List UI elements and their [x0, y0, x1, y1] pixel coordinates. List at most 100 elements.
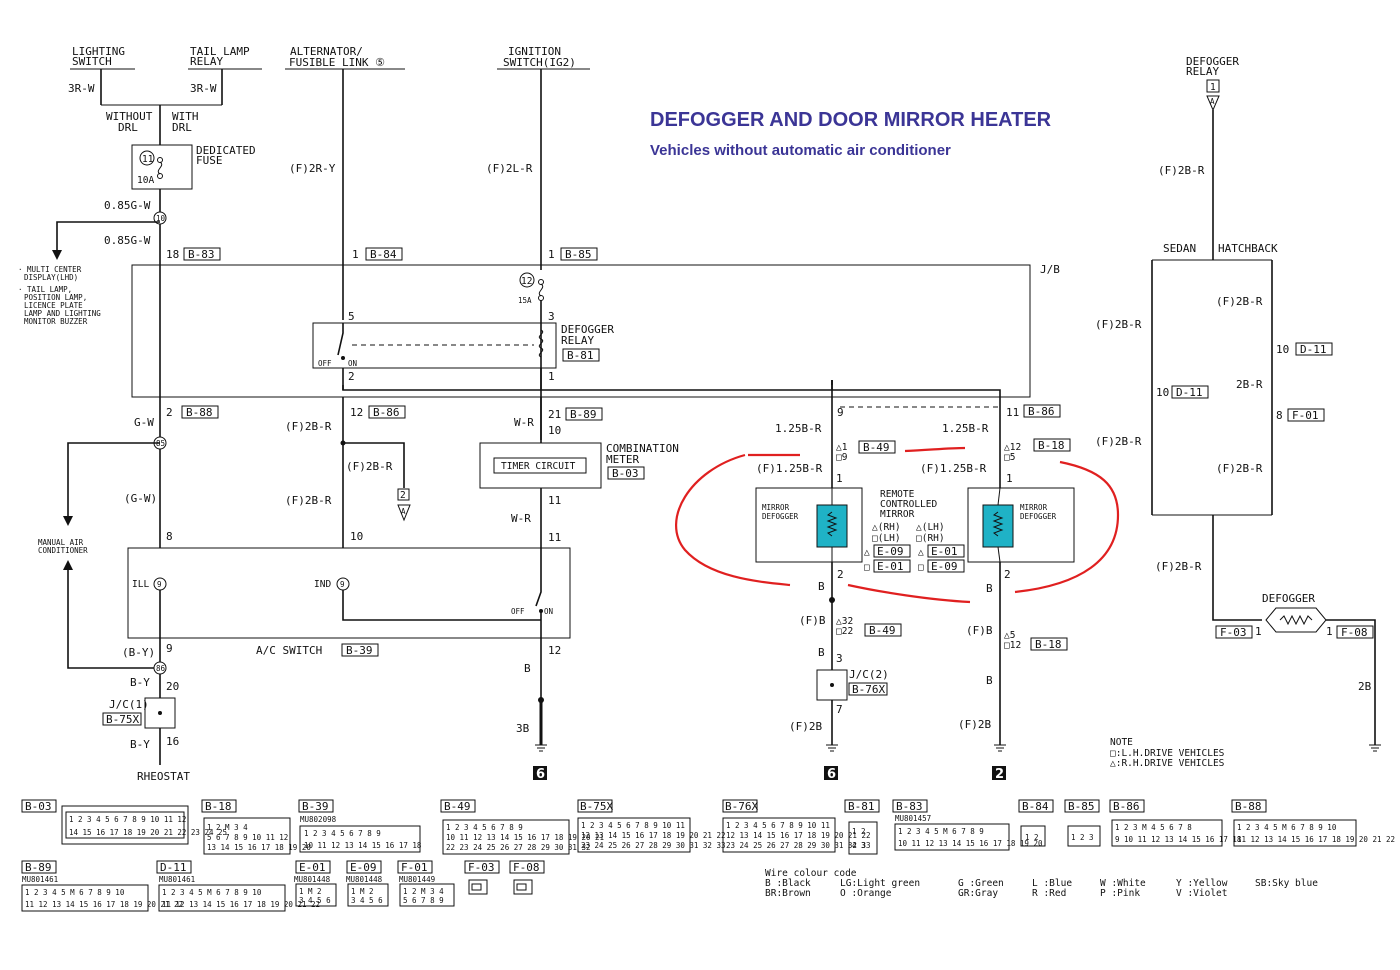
svg-text:Y :Yellow: Y :Yellow — [1176, 878, 1228, 889]
svg-text:(F)2B-R: (F)2B-R — [1095, 318, 1142, 331]
right-heater-element — [982, 504, 1014, 548]
svg-text:DISPLAY(LHD): DISPLAY(LHD) — [24, 273, 78, 282]
svg-text:B-83: B-83 — [188, 248, 215, 261]
svg-text:85: 85 — [156, 439, 165, 448]
svg-text:2: 2 — [348, 370, 355, 383]
svg-text:12 13 14 15 16 17 18 19 20 21: 12 13 14 15 16 17 18 19 20 21 22 — [581, 831, 726, 840]
svg-text:2B: 2B — [1358, 680, 1372, 693]
svg-text:Wire colour code: Wire colour code — [765, 868, 857, 879]
svg-text:12: 12 — [521, 276, 532, 287]
svg-text:A: A — [1210, 97, 1215, 106]
svg-text:OFF: OFF — [511, 607, 525, 616]
drl-section: 3R-W 3R-W WITHOUT DRL WITH DRL 11 10A DE… — [18, 69, 256, 326]
svg-text:1.25B-R: 1.25B-R — [775, 422, 822, 435]
svg-text:B-84: B-84 — [1022, 800, 1049, 813]
diagram-subtitle: Vehicles without automatic air condition… — [650, 142, 951, 159]
svg-text:16: 16 — [166, 735, 179, 748]
svg-text:(G-W): (G-W) — [124, 492, 157, 505]
svg-text:B-81: B-81 — [848, 800, 875, 813]
svg-text:1: 1 — [1210, 82, 1216, 93]
svg-text:B-03: B-03 — [25, 800, 52, 813]
svg-text:1 2 3: 1 2 3 — [1071, 833, 1094, 842]
svg-text:POSITION LAMP,: POSITION LAMP, — [24, 293, 87, 302]
svg-text:B-03: B-03 — [612, 467, 639, 480]
svg-text:B-81: B-81 — [567, 349, 594, 362]
svg-text:0.85G-W: 0.85G-W — [104, 199, 151, 212]
svg-text:W-R: W-R — [514, 416, 534, 429]
svg-text:7: 7 — [836, 703, 843, 716]
svg-text:□(RH): □(RH) — [916, 533, 945, 544]
svg-text:1 2 3 4 5 M 6 7 8 9: 1 2 3 4 5 M 6 7 8 9 — [898, 827, 984, 836]
svg-text:86: 86 — [156, 664, 166, 673]
svg-text:5 6 7 8 9: 5 6 7 8 9 — [403, 896, 444, 905]
svg-text:B: B — [818, 580, 825, 593]
svg-text:2B-R: 2B-R — [1236, 378, 1263, 391]
svg-text:2: 2 — [837, 568, 844, 581]
svg-text:J/C(2): J/C(2) — [849, 668, 889, 681]
svg-text:21: 21 — [548, 408, 561, 421]
svg-text:F-01: F-01 — [1292, 409, 1319, 422]
svg-text:RELAY: RELAY — [561, 334, 594, 347]
svg-text:13 14 15 16 17 18 19 20: 13 14 15 16 17 18 19 20 — [207, 843, 311, 852]
svg-text:(F)2B: (F)2B — [958, 718, 991, 731]
svg-text:10: 10 — [156, 214, 166, 223]
svg-text:1 M 2: 1 M 2 — [351, 887, 374, 896]
svg-text:3 4 5 6: 3 4 5 6 — [351, 896, 383, 905]
defogger-relay: OFF ON DEFOGGER RELAY B-81 2 1 — [312, 322, 1001, 400]
svg-text:OFF: OFF — [318, 359, 332, 368]
svg-text:DEFOGGER: DEFOGGER — [762, 512, 799, 521]
svg-text:CONDITIONER: CONDITIONER — [38, 546, 88, 555]
svg-text:· TAIL LAMP,: · TAIL LAMP, — [18, 285, 72, 294]
svg-text:FUSE: FUSE — [196, 154, 223, 167]
svg-text:□12: □12 — [1004, 640, 1021, 651]
mirror-section: 9 11 B-86 1.25B-R 1.25B-R △1 □9 B-49 △12… — [675, 400, 1120, 782]
svg-text:METER: METER — [606, 453, 639, 466]
svg-text:DEFOGGER: DEFOGGER — [561, 323, 614, 336]
svg-text:3: 3 — [548, 310, 555, 323]
svg-text:11 12 13 14 15 16 17 18 19 20: 11 12 13 14 15 16 17 18 19 20 21 22 — [162, 900, 320, 909]
svg-text:A/C SWITCH: A/C SWITCH — [256, 644, 322, 657]
diagram-title: DEFOGGER AND DOOR MIRROR HEATER — [650, 109, 1052, 131]
svg-text:A: A — [401, 507, 406, 516]
svg-text:B-Y: B-Y — [130, 676, 150, 689]
svg-text:SWITCH: SWITCH — [72, 55, 112, 68]
rear-defogger-element — [1265, 607, 1327, 633]
svg-text:(F)B: (F)B — [966, 624, 993, 637]
svg-text:CONTROLLED: CONTROLLED — [880, 499, 937, 510]
jb-label: J/B — [1040, 263, 1060, 276]
connector-tag-b83: B-83 — [183, 247, 221, 261]
svg-text:1: 1 — [352, 248, 359, 261]
svg-text:3R-W: 3R-W — [68, 82, 95, 95]
svg-text:△:R.H.DRIVE VEHICLES: △:R.H.DRIVE VEHICLES — [1110, 758, 1225, 769]
source-ignition-switch: IGNITION SWITCH(IG2) — [497, 45, 590, 70]
svg-text:1 2 3 4 5 6 7 8 9 10 11: 1 2 3 4 5 6 7 8 9 10 11 — [726, 821, 830, 830]
svg-text:8: 8 — [166, 530, 173, 543]
svg-text:BR:Brown: BR:Brown — [765, 888, 811, 899]
svg-text:MU801448: MU801448 — [294, 875, 331, 884]
svg-text:B-86: B-86 — [1028, 405, 1055, 418]
svg-text:B-76X: B-76X — [852, 683, 885, 696]
svg-text:ON: ON — [348, 359, 357, 368]
svg-text:F-03: F-03 — [1220, 626, 1247, 639]
svg-text:TAIL LAMP: TAIL LAMP — [190, 45, 250, 58]
svg-text:2: 2 — [1004, 568, 1011, 581]
svg-text:F-01: F-01 — [401, 861, 428, 874]
svg-text:20: 20 — [166, 680, 179, 693]
svg-text:11 12 13 14 15 16 17 18 19 20: 11 12 13 14 15 16 17 18 19 20 21 22 — [25, 900, 183, 909]
svg-text:D-11: D-11 — [160, 861, 187, 874]
svg-text:△: △ — [918, 547, 924, 558]
svg-text:(F)1.25B-R: (F)1.25B-R — [920, 462, 987, 475]
svg-text:WITHOUT: WITHOUT — [106, 110, 153, 123]
svg-text:1 2 M 3 4: 1 2 M 3 4 — [207, 823, 248, 832]
svg-text:1 2 3 4 5 M 6 7 8 9 10: 1 2 3 4 5 M 6 7 8 9 10 — [25, 888, 125, 897]
svg-text:D-11: D-11 — [1176, 386, 1203, 399]
gw-column: 2 B-88 G-W 85 (G-W) 8 MANUAL AIR CONDITI… — [38, 265, 219, 669]
svg-text:10 11 12 13 14 15 16 17 18: 10 11 12 13 14 15 16 17 18 — [304, 841, 422, 850]
svg-text:2: 2 — [400, 490, 406, 501]
svg-text:3: 3 — [836, 652, 843, 665]
svg-text:B-89: B-89 — [570, 408, 597, 421]
svg-text:GR:Gray: GR:Gray — [958, 888, 998, 899]
highlight-annotation — [675, 446, 1120, 604]
svg-text:B-49: B-49 — [863, 441, 890, 454]
relay-output-wire: 12 B-86 (F)2B-R (F)2B-R 2 A (F)2B-R 10 — [285, 397, 411, 548]
